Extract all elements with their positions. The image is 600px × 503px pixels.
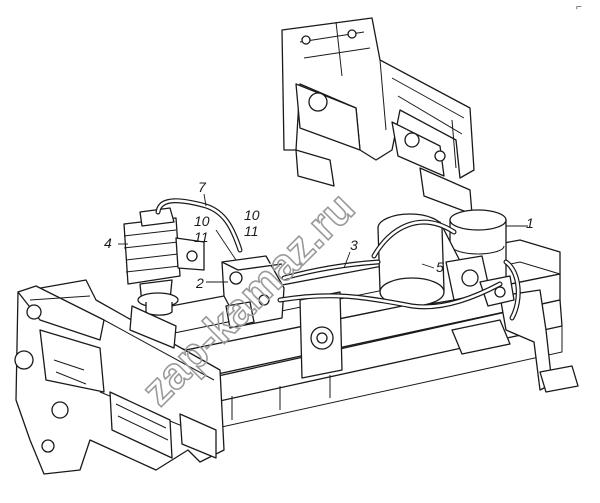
callout-5: 5 [436,259,444,275]
callout-7: 7 [198,179,207,195]
callout-2: 2 [195,275,204,291]
callout-3: 3 [350,237,358,253]
rear-cab-support-bracket [281,17,475,215]
callout-11-right: 11 [244,223,259,239]
valve-block-2 [221,255,285,329]
callout-11-left: 11 [194,229,209,245]
leader-lines [118,193,528,283]
callout-4: 4 [104,235,112,251]
lift-mechanism-4 [123,207,205,316]
front-cab-support-bracket [14,279,225,475]
corner-mark: ⌐ [576,2,582,13]
callout-labels: 1 2 3 4 5 7 10 11 10 11 [104,179,534,291]
callout-10-right: 10 [244,207,260,223]
callout-1: 1 [526,215,534,231]
callout-10-left: 10 [194,213,210,229]
